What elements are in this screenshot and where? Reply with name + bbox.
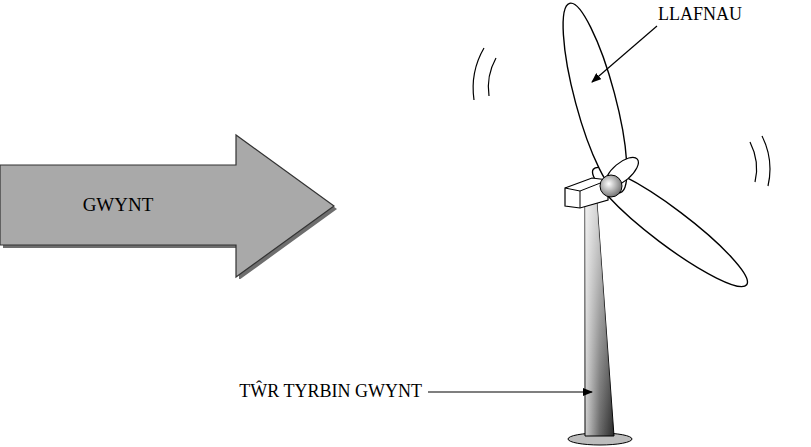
leader-line	[592, 26, 657, 82]
part-label: TŴR TYRBIN GWYNT	[239, 381, 422, 402]
part-label: LLAFNAU	[658, 4, 742, 25]
leader-line	[428, 391, 592, 392]
tower-shade	[585, 203, 614, 436]
turbine-tower	[585, 203, 614, 436]
wind-arrow: GWYNT	[0, 133, 338, 279]
arrow-label: GWYNT	[83, 194, 154, 216]
arrow-shape	[0, 133, 338, 279]
turbine-blade	[582, 155, 757, 299]
motion-lines	[473, 48, 770, 186]
arrow-body	[0, 135, 334, 277]
rotor-hub	[600, 175, 622, 197]
